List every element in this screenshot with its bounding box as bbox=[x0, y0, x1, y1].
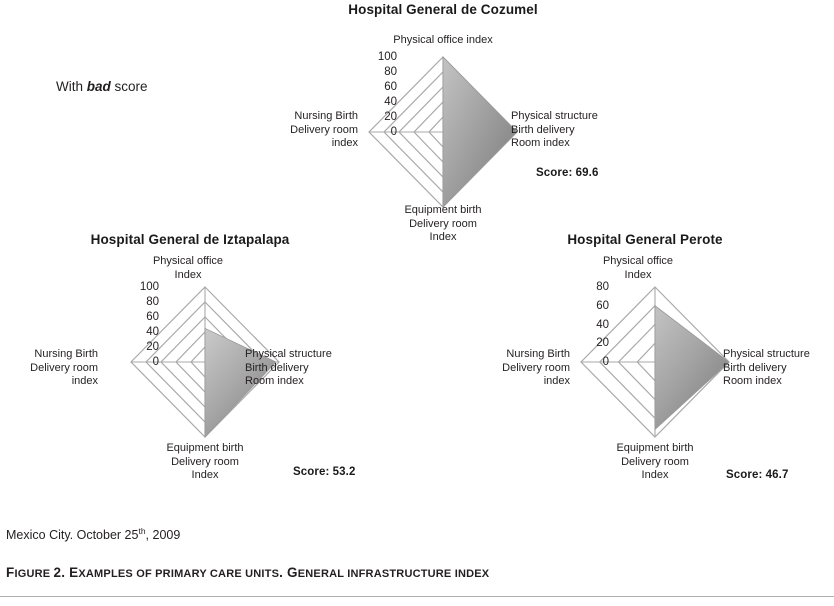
annotation-prefix: With bbox=[56, 79, 87, 94]
tick-0-cozumel: 0 bbox=[390, 126, 397, 138]
axis-label-bottom-iztapalapa: Equipment birth Delivery room Index bbox=[135, 442, 275, 483]
radar-svg-perote bbox=[580, 286, 730, 438]
tick-0-perote: 0 bbox=[602, 356, 609, 368]
radar-svg-iztapalapa bbox=[130, 286, 280, 438]
axis-label-left-line3-iztapalapa: index bbox=[71, 375, 98, 387]
tick-60-iztapalapa: 60 bbox=[146, 311, 159, 323]
axis-label-left-line1-perote: Nursing Birth bbox=[506, 348, 570, 360]
tick-40-cozumel: 40 bbox=[384, 96, 397, 108]
axis-label-top-perote: Physical office Index bbox=[573, 255, 703, 282]
tick-100-cozumel: 100 bbox=[377, 51, 397, 63]
radar-plot-perote bbox=[565, 286, 745, 438]
footer-divider bbox=[0, 596, 834, 597]
tick-80-iztapalapa: 80 bbox=[146, 296, 159, 308]
score-label-perote: Score: 46.7 bbox=[726, 469, 789, 481]
source-superscript: th bbox=[138, 525, 146, 536]
axis-label-right-line1-cozumel: Physical structure bbox=[511, 110, 598, 122]
axis-label-top-line2-iztapalapa: Index bbox=[174, 268, 202, 281]
axis-label-top-iztapalapa: Physical office Index bbox=[123, 255, 253, 282]
axis-label-bottom-line1-perote: Equipment birth bbox=[616, 442, 694, 454]
axis-label-right-line3-iztapalapa: Room index bbox=[245, 375, 304, 387]
figure-caption: FIGURE 2. EXAMPLES OF PRIMARY CARE UNITS… bbox=[6, 565, 489, 580]
caption-igure: IGURE bbox=[14, 568, 54, 580]
axis-label-bottom-line3-cozumel: Index bbox=[429, 231, 457, 243]
tick-20-perote: 20 bbox=[596, 337, 609, 349]
axis-label-bottom-line2-iztapalapa: Delivery room bbox=[171, 455, 239, 468]
axis-label-bottom-perote: Equipment birth Delivery room Index bbox=[585, 442, 725, 483]
axis-label-top-cozumel: Physical office index bbox=[393, 34, 493, 46]
axis-label-right-line3-cozumel: Room index bbox=[511, 137, 570, 149]
axis-label-left-line2-iztapalapa: Delivery room bbox=[30, 361, 98, 374]
axis-label-left-line3-cozumel: index bbox=[331, 137, 358, 149]
annotation-suffix: score bbox=[110, 79, 148, 94]
tick-20-cozumel: 20 bbox=[384, 111, 397, 123]
axis-label-right-line2-perote: Birth delivery bbox=[723, 361, 787, 374]
radar-chart-cozumel: Hospital General de Cozumel Physical off… bbox=[290, 0, 598, 243]
radar-series-iztapalapa bbox=[204, 327, 277, 438]
axis-label-left-cozumel: Nursing Birth Delivery room index bbox=[258, 110, 358, 151]
axis-label-right-cozumel: Physical structure Birth delivery Room i… bbox=[511, 110, 631, 151]
caption-number: 2. E bbox=[53, 565, 79, 580]
axis-label-right-line2-cozumel: Birth delivery bbox=[511, 123, 575, 136]
axis-label-right-line1-iztapalapa: Physical structure bbox=[245, 348, 332, 360]
axis-label-bottom-line1-iztapalapa: Equipment birth bbox=[166, 442, 244, 454]
axis-label-bottom-line3-iztapalapa: Index bbox=[191, 469, 219, 481]
tick-80-perote: 80 bbox=[596, 281, 609, 293]
axis-label-right-line1-perote: Physical structure bbox=[723, 348, 810, 360]
tick-60-cozumel: 60 bbox=[384, 81, 397, 93]
axis-label-top-line1-perote: Physical office bbox=[602, 255, 674, 267]
radar-plot-cozumel bbox=[353, 56, 533, 208]
annotation-emphasis: bad bbox=[86, 79, 111, 94]
tick-100-iztapalapa: 100 bbox=[139, 281, 159, 293]
radar-plot-iztapalapa bbox=[115, 286, 295, 438]
radar-chart-perote: Hospital General Perote Physical office … bbox=[502, 230, 810, 510]
source-line: Mexico City. October 25th, 2009 bbox=[6, 525, 181, 542]
radar-series-cozumel bbox=[442, 56, 518, 208]
axis-label-left-line2-cozumel: Delivery room bbox=[290, 123, 358, 136]
axis-label-bottom-cozumel: Equipment birth Delivery room Index bbox=[373, 204, 513, 245]
radar-chart-iztapalapa: Hospital General de Iztapalapa Physical … bbox=[30, 230, 356, 510]
caption-examples: XAMPLES OF PRIMARY CARE UNITS bbox=[78, 568, 280, 580]
axis-label-bottom-line1-cozumel: Equipment birth bbox=[404, 204, 482, 216]
chart-title-cozumel: Hospital General de Cozumel bbox=[348, 2, 538, 17]
caption-dot-g: . G bbox=[279, 565, 298, 580]
axis-label-right-iztapalapa: Physical structure Birth delivery Room i… bbox=[245, 348, 365, 389]
axis-label-left-perote: Nursing Birth Delivery room index bbox=[465, 348, 570, 389]
axis-label-left-line1-cozumel: Nursing Birth bbox=[294, 110, 358, 122]
caption-f: F bbox=[6, 565, 15, 580]
tick-80-cozumel: 80 bbox=[384, 66, 397, 78]
tick-0-iztapalapa: 0 bbox=[152, 356, 159, 368]
axis-label-left-line1-iztapalapa: Nursing Birth bbox=[34, 348, 98, 360]
tick-40-iztapalapa: 40 bbox=[146, 326, 159, 338]
source-suffix: , 2009 bbox=[145, 528, 181, 542]
source-prefix: Mexico City. October 25 bbox=[6, 528, 139, 542]
axis-label-top-line2-perote: Index bbox=[624, 268, 652, 281]
radar-svg-cozumel bbox=[368, 56, 518, 208]
tick-60-perote: 60 bbox=[596, 300, 609, 312]
axis-label-bottom-line2-perote: Delivery room bbox=[621, 455, 689, 468]
chart-title-perote: Hospital General Perote bbox=[567, 232, 723, 247]
axis-label-right-line2-iztapalapa: Birth delivery bbox=[245, 361, 309, 374]
axis-label-top-line1-iztapalapa: Physical office bbox=[152, 255, 224, 267]
axis-label-bottom-line3-perote: Index bbox=[641, 469, 669, 481]
chart-title-iztapalapa: Hospital General de Iztapalapa bbox=[90, 232, 290, 247]
tick-40-perote: 40 bbox=[596, 319, 609, 331]
axis-label-left-iztapalapa: Nursing Birth Delivery room index bbox=[0, 348, 98, 389]
radar-series-perote bbox=[654, 304, 730, 431]
score-label-iztapalapa: Score: 53.2 bbox=[293, 466, 356, 478]
axis-label-left-line3-perote: index bbox=[543, 375, 570, 387]
axis-label-right-perote: Physical structure Birth delivery Room i… bbox=[723, 348, 834, 389]
axis-label-bottom-line2-cozumel: Delivery room bbox=[409, 217, 477, 230]
bad-score-annotation: With bad score bbox=[56, 79, 148, 94]
axis-label-left-line2-perote: Delivery room bbox=[502, 361, 570, 374]
axis-label-right-line3-perote: Room index bbox=[723, 375, 782, 387]
score-label-cozumel: Score: 69.6 bbox=[536, 167, 599, 179]
tick-20-iztapalapa: 20 bbox=[146, 341, 159, 353]
caption-rest: ENERAL INFRASTRUCTURE INDEX bbox=[297, 568, 490, 580]
